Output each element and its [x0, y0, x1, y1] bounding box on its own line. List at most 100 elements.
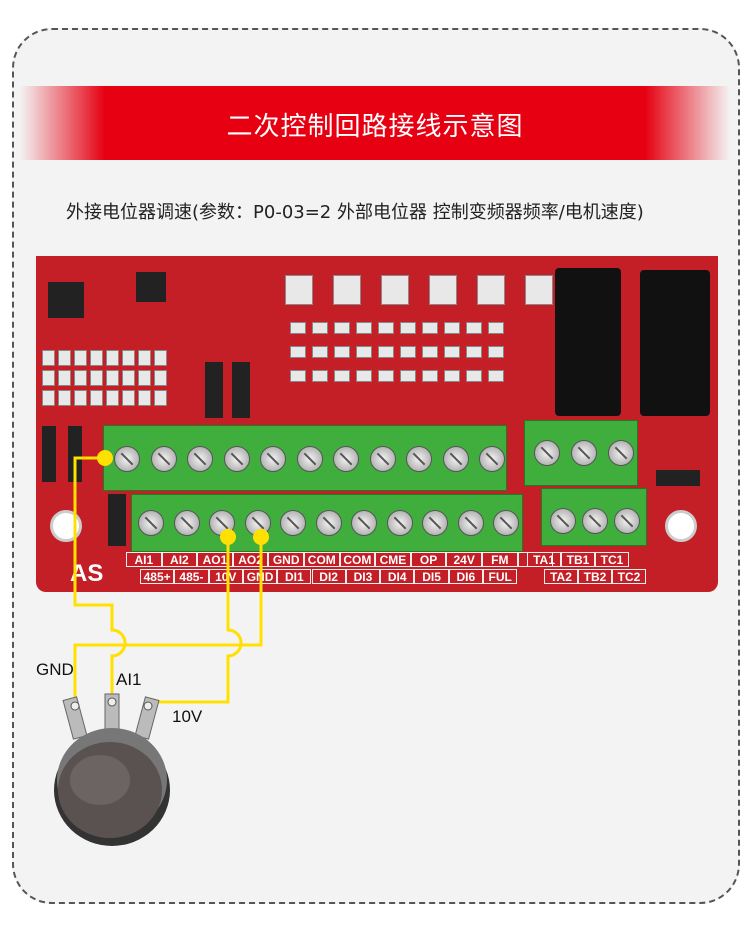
optocoupler [525, 275, 553, 305]
terminal-label: 24V [446, 552, 482, 567]
terminal-screw[interactable] [534, 440, 560, 466]
terminal-screw[interactable] [614, 508, 640, 534]
terminal-label: 485+ [140, 569, 175, 584]
label-ai1: AI1 [116, 670, 142, 689]
smd-component [488, 346, 504, 358]
smd-component [312, 322, 328, 334]
terminal-screw[interactable] [442, 446, 469, 472]
relay-k1 [555, 268, 621, 416]
smd-component [58, 350, 71, 366]
smd-component [488, 370, 504, 382]
terminal-label: AI2 [161, 552, 198, 567]
smd-component [106, 390, 119, 406]
smd-component [154, 390, 167, 406]
terminal-label: TC2 [612, 569, 646, 584]
terminal-screw[interactable] [493, 510, 519, 536]
smd-component [154, 370, 167, 386]
pin-header [108, 494, 126, 546]
smd-component [378, 322, 394, 334]
smd-component [422, 370, 438, 382]
smd-component [90, 390, 103, 406]
smd-component [378, 370, 394, 382]
terminal-screw[interactable] [333, 446, 359, 472]
smd-component [42, 370, 55, 386]
smd-component [106, 370, 119, 386]
smd-component [356, 370, 372, 382]
terminal-label: TB2 [578, 569, 612, 584]
terminal-label: DI3 [345, 569, 381, 584]
wire-ai1 [73, 456, 127, 700]
wire-10v [150, 537, 243, 704]
smd-component [422, 322, 438, 334]
terminal-label: 10V [208, 569, 243, 584]
smd-component [122, 370, 135, 386]
terminal-screw[interactable] [114, 446, 140, 472]
terminal-dot-10v [220, 529, 236, 545]
terminal-screw[interactable] [296, 446, 323, 472]
terminal-screw[interactable] [150, 446, 177, 472]
mounting-hole [665, 510, 697, 542]
smd-component [58, 390, 71, 406]
smd-component [154, 350, 167, 366]
terminal-label: DI6 [448, 569, 483, 584]
terminal-dot-ai1 [97, 450, 113, 466]
terminal-label: COM [339, 552, 376, 567]
optocoupler [285, 275, 313, 305]
smd-component [400, 370, 416, 382]
terminal-screw[interactable] [479, 446, 505, 472]
terminal-label: FUL [483, 569, 518, 584]
label-gnd: GND [36, 660, 74, 679]
smd-component [74, 370, 87, 386]
smd-component [58, 370, 71, 386]
terminal-screw[interactable] [138, 510, 164, 536]
smd-component [290, 346, 306, 358]
subtitle: 外接电位器调速(参数：P0-03=2 外部电位器 控制变频器频率/电机速度) [66, 202, 644, 223]
smd-component [138, 390, 151, 406]
pin-header [68, 426, 82, 482]
terminal-label: DI4 [380, 569, 415, 584]
potentiometer [54, 693, 170, 846]
terminal-screw[interactable] [280, 510, 306, 536]
smd-component [90, 370, 103, 386]
optocoupler [429, 275, 457, 305]
relay-k2 [640, 270, 710, 416]
smd-component [444, 322, 460, 334]
terminal-dot-gnd [253, 529, 269, 545]
terminal-screw[interactable] [386, 510, 413, 536]
terminal-label: COM [304, 552, 340, 567]
smd-component [334, 322, 350, 334]
smd-component [488, 322, 504, 334]
terminal-screw[interactable] [406, 446, 432, 472]
terminal-screw[interactable] [571, 440, 597, 466]
smd-component [74, 350, 87, 366]
terminal-screw[interactable] [550, 508, 576, 534]
smd-component [90, 350, 103, 366]
terminal-screw[interactable] [582, 508, 608, 534]
terminal-screw[interactable] [173, 510, 200, 536]
terminal-screw[interactable] [223, 446, 250, 472]
terminal-label: DI5 [414, 569, 449, 584]
terminal-screw[interactable] [457, 510, 484, 536]
smd-component [138, 370, 151, 386]
smd-component [422, 346, 438, 358]
smd-component [312, 370, 328, 382]
pin-header-com [656, 470, 700, 486]
optocoupler [381, 275, 409, 305]
smd-component [312, 346, 328, 358]
terminal-label: OP [410, 552, 447, 567]
terminal-screw[interactable] [422, 510, 448, 536]
terminal-screw[interactable] [608, 440, 634, 466]
terminal-screw[interactable] [369, 446, 396, 472]
smd-component [444, 346, 460, 358]
terminal-label: AO1 [197, 552, 233, 567]
terminal-label: AI1 [126, 552, 162, 567]
terminal-screw[interactable] [315, 510, 342, 536]
smd-component [106, 350, 119, 366]
terminal-screw[interactable] [260, 446, 286, 472]
wire-gnd [73, 537, 263, 702]
banner-title: 二次控制回路接线示意图 [226, 112, 524, 142]
terminal-screw[interactable] [351, 510, 377, 536]
smd-component [356, 346, 372, 358]
terminal-screw[interactable] [187, 446, 213, 472]
smd-component [42, 350, 55, 366]
